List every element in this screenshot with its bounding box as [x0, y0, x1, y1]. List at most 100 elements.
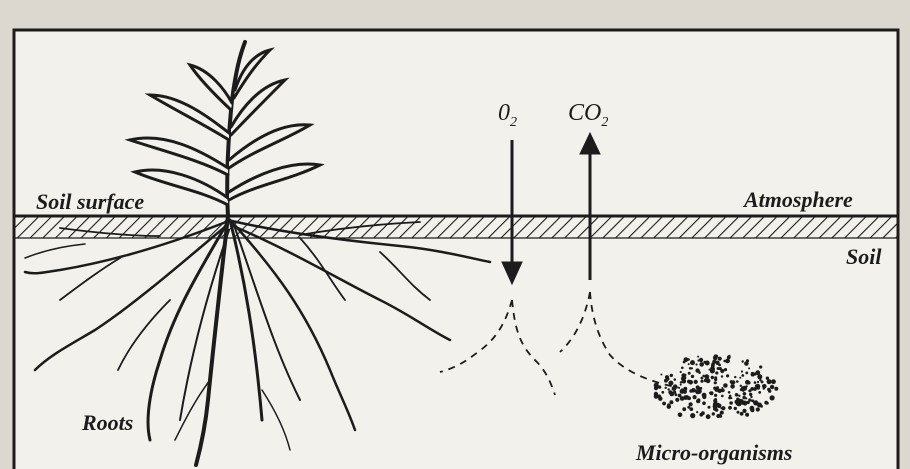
- carbon-dioxide-symbol: CO: [568, 100, 601, 126]
- micro-organism-dot: [712, 413, 714, 415]
- micro-organism-dot: [750, 400, 752, 402]
- micro-organism-dot: [745, 380, 750, 385]
- micro-organism-dot: [701, 377, 704, 380]
- micro-organism-dot: [670, 374, 673, 377]
- micro-organism-dot: [698, 388, 700, 390]
- micro-organism-dot: [739, 399, 742, 402]
- micro-organism-dot: [687, 358, 690, 361]
- micro-organism-dot: [704, 374, 709, 379]
- micro-organism-dot: [697, 398, 700, 401]
- micro-organism-dot: [748, 367, 750, 369]
- micro-organism-dot: [689, 389, 693, 393]
- micro-organism-dot: [701, 411, 705, 415]
- micro-organism-dot: [689, 402, 693, 406]
- micro-organism-dot: [770, 385, 774, 389]
- micro-organism-dot: [740, 412, 744, 416]
- oxygen-symbol: 0: [498, 100, 510, 126]
- micro-organism-dot: [729, 401, 733, 405]
- micro-organism-dot: [713, 387, 716, 390]
- micro-organism-dot: [758, 391, 761, 394]
- micro-organism-dot: [713, 399, 717, 403]
- oxygen-label: 02: [498, 100, 517, 131]
- micro-organism-dot: [757, 381, 759, 383]
- micro-organism-dot: [687, 406, 690, 409]
- carbon-dioxide-label: CO2: [568, 100, 608, 131]
- micro-organism-dot: [691, 375, 694, 378]
- micro-organism-dot: [720, 411, 724, 415]
- micro-organism-dot: [706, 414, 711, 419]
- micro-organism-dot: [705, 361, 710, 366]
- micro-organism-dot: [681, 367, 684, 370]
- micro-organism-dot: [734, 407, 737, 410]
- micro-organism-dot: [654, 383, 659, 388]
- micro-organism-dot: [708, 406, 711, 409]
- atmosphere-label: Atmosphere: [744, 187, 853, 213]
- soil-surface-label: Soil surface: [36, 189, 144, 215]
- micro-organism-dot: [665, 375, 669, 379]
- micro-organism-dot: [769, 390, 771, 392]
- micro-organism-dot: [695, 368, 699, 372]
- micro-organism-dot: [742, 409, 746, 413]
- micro-organisms-label: Micro-organisms: [636, 440, 792, 466]
- micro-organism-dot: [721, 395, 724, 398]
- micro-organism-dot: [764, 385, 766, 387]
- micro-organism-dot: [739, 377, 741, 379]
- micro-organism-dot: [714, 354, 718, 358]
- micro-organism-dot: [673, 384, 678, 389]
- micro-organism-dot: [689, 367, 692, 370]
- micro-organism-dot: [735, 400, 739, 404]
- micro-organism-dot: [665, 387, 667, 389]
- micro-organism-dot: [680, 371, 682, 373]
- micro-organism-dot: [674, 378, 677, 381]
- micro-organism-dot: [723, 383, 728, 388]
- micro-organism-dot: [706, 378, 711, 383]
- micro-organism-dot: [662, 402, 666, 406]
- micro-organism-dot: [749, 393, 752, 396]
- micro-organism-dot: [717, 367, 720, 370]
- micro-organism-dot: [702, 401, 706, 405]
- micro-organism-dot: [693, 395, 697, 399]
- micro-organism-dot: [680, 396, 685, 401]
- micro-organism-dot: [731, 380, 735, 384]
- micro-organism-dot: [759, 365, 762, 368]
- micro-organism-dot: [728, 406, 732, 410]
- micro-organism-dot: [728, 355, 730, 357]
- micro-organism-dot: [770, 395, 775, 400]
- micro-organism-dot: [658, 394, 660, 396]
- micro-organism-dot: [673, 391, 676, 394]
- micro-organism-dot: [737, 411, 740, 414]
- micro-organism-dot: [729, 395, 732, 398]
- micro-organism-dot: [721, 375, 723, 377]
- micro-organism-dot: [742, 360, 744, 362]
- micro-organism-dot: [721, 387, 723, 389]
- micro-organism-dot: [741, 374, 744, 377]
- micro-organism-dot: [742, 389, 745, 392]
- soil-label: Soil: [846, 244, 881, 270]
- micro-organism-dot: [716, 414, 720, 418]
- micro-organism-dot: [687, 396, 691, 400]
- micro-organism-dot: [658, 397, 662, 401]
- micro-organism-dot: [690, 413, 695, 418]
- micro-organism-dot: [683, 379, 685, 381]
- micro-organism-dot: [730, 384, 735, 389]
- micro-organism-dot: [766, 402, 769, 405]
- micro-organism-dot: [664, 379, 668, 383]
- micro-organism-dot: [696, 411, 698, 413]
- carbon-dioxide-subscript: 2: [601, 115, 608, 130]
- micro-organism-dot: [771, 380, 774, 383]
- micro-organism-dot: [750, 396, 752, 398]
- micro-organism-dot: [699, 362, 704, 367]
- micro-organism-dot: [718, 357, 722, 361]
- micro-organism-dot: [678, 413, 683, 418]
- micro-organism-dot: [751, 372, 755, 376]
- micro-organism-dot: [709, 392, 711, 394]
- micro-organism-dot: [709, 369, 711, 371]
- micro-organism-dot: [688, 380, 693, 385]
- micro-organism-dot: [767, 379, 772, 384]
- micro-organism-dot: [745, 372, 748, 375]
- micro-organism-dot: [700, 380, 703, 383]
- micro-organism-dot: [734, 376, 736, 378]
- micro-organism-dot: [740, 385, 742, 387]
- micro-organism-dot: [718, 364, 721, 367]
